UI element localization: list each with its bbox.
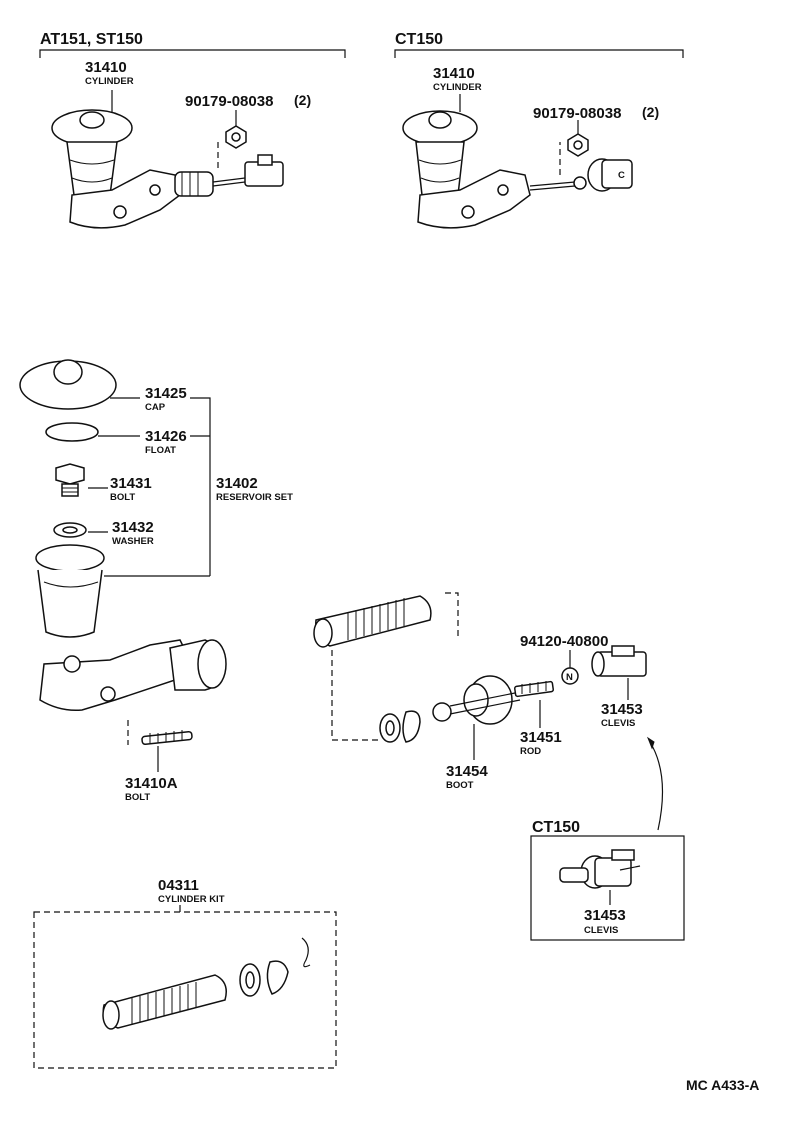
kit-clip-icon [301,937,311,968]
reservoir-body-icon [35,544,105,638]
clevis-name: CLEVIS [601,718,635,729]
float-icon [45,422,99,442]
kit-piston-icon [102,974,227,1030]
svg-text:C: C [618,170,625,181]
rod-name: ROD [520,746,541,757]
master-cylinder-assembly-left [51,109,284,229]
kit-seal-icon [239,963,261,997]
bolt-icon [55,463,85,497]
callout-arrow [649,741,664,831]
washer-number: 31432 [112,519,154,536]
section-title-at151-st150: AT151, ST150 [40,31,143,48]
clevis-inset-frame [530,835,685,941]
piston-icon [313,595,432,648]
bolt-name: BOLT [110,492,135,503]
kit-number: 04311 [158,877,199,894]
reservoir-set-number: 31402 [216,475,258,492]
section-title-ct150: CT150 [395,31,443,48]
reservoir-set-name: RESERVOIR SET [216,492,293,503]
rod-number: 31451 [520,729,562,746]
clevis-ct150-icon [559,849,641,889]
float-name: FLOAT [145,445,176,456]
svg-text:N: N [566,672,573,683]
cylinder-left-name: CYLINDER [85,76,134,87]
float-number: 31426 [145,428,187,445]
push-rod-icon [432,680,555,722]
washer-name: WASHER [112,536,154,547]
clevis-ct150-name: CLEVIS [584,925,618,936]
section-bracket-right [394,49,684,58]
stud-name: BOLT [125,792,150,803]
clevis-inset-title: CT150 [532,819,580,836]
nut-left-number: 90179-08038 [185,93,273,110]
stud-bolt-icon [141,730,193,746]
master-cylinder-assembly-right: C [402,110,633,229]
seal-ring-icon [379,713,401,743]
nut-right-qty: (2) [642,104,659,120]
stud-number: 31410A [125,775,178,792]
nut-n-number: 94120-40800 [520,633,608,650]
cylinder-left-number: 31410 [85,59,127,76]
bolt-number: 31431 [110,475,152,492]
kit-snap-ring-icon [266,960,289,995]
reservoir-cap-icon [19,359,117,410]
nut-icon-left [225,125,247,149]
nut-icon-right [567,133,589,157]
hex-nut-n-icon: N [561,667,579,685]
kit-name: CYLINDER KIT [158,894,225,905]
cylinder-right-number: 31410 [433,65,475,82]
clevis-ct150-number: 31453 [584,907,626,924]
boot-number: 31454 [446,763,488,780]
boot-icon [463,675,513,725]
cylinder-right-name: CYLINDER [433,82,482,93]
section-bracket-left [39,49,346,58]
cap-name: CAP [145,402,166,413]
nut-right-number: 90179-08038 [533,105,621,122]
cap-number: 31425 [145,385,187,402]
diagram-code: MC A433-A [686,1077,759,1093]
clevis-icon [591,645,647,677]
snap-ring-icon [402,710,421,743]
cylinder-body-icon [39,639,227,712]
clevis-number: 31453 [601,701,643,718]
reservoir-set-bracket [190,397,211,576]
boot-name: BOOT [446,780,474,791]
nut-left-qty: (2) [294,92,311,108]
washer-icon [53,522,87,538]
cylinder-kit-frame [33,911,337,1069]
